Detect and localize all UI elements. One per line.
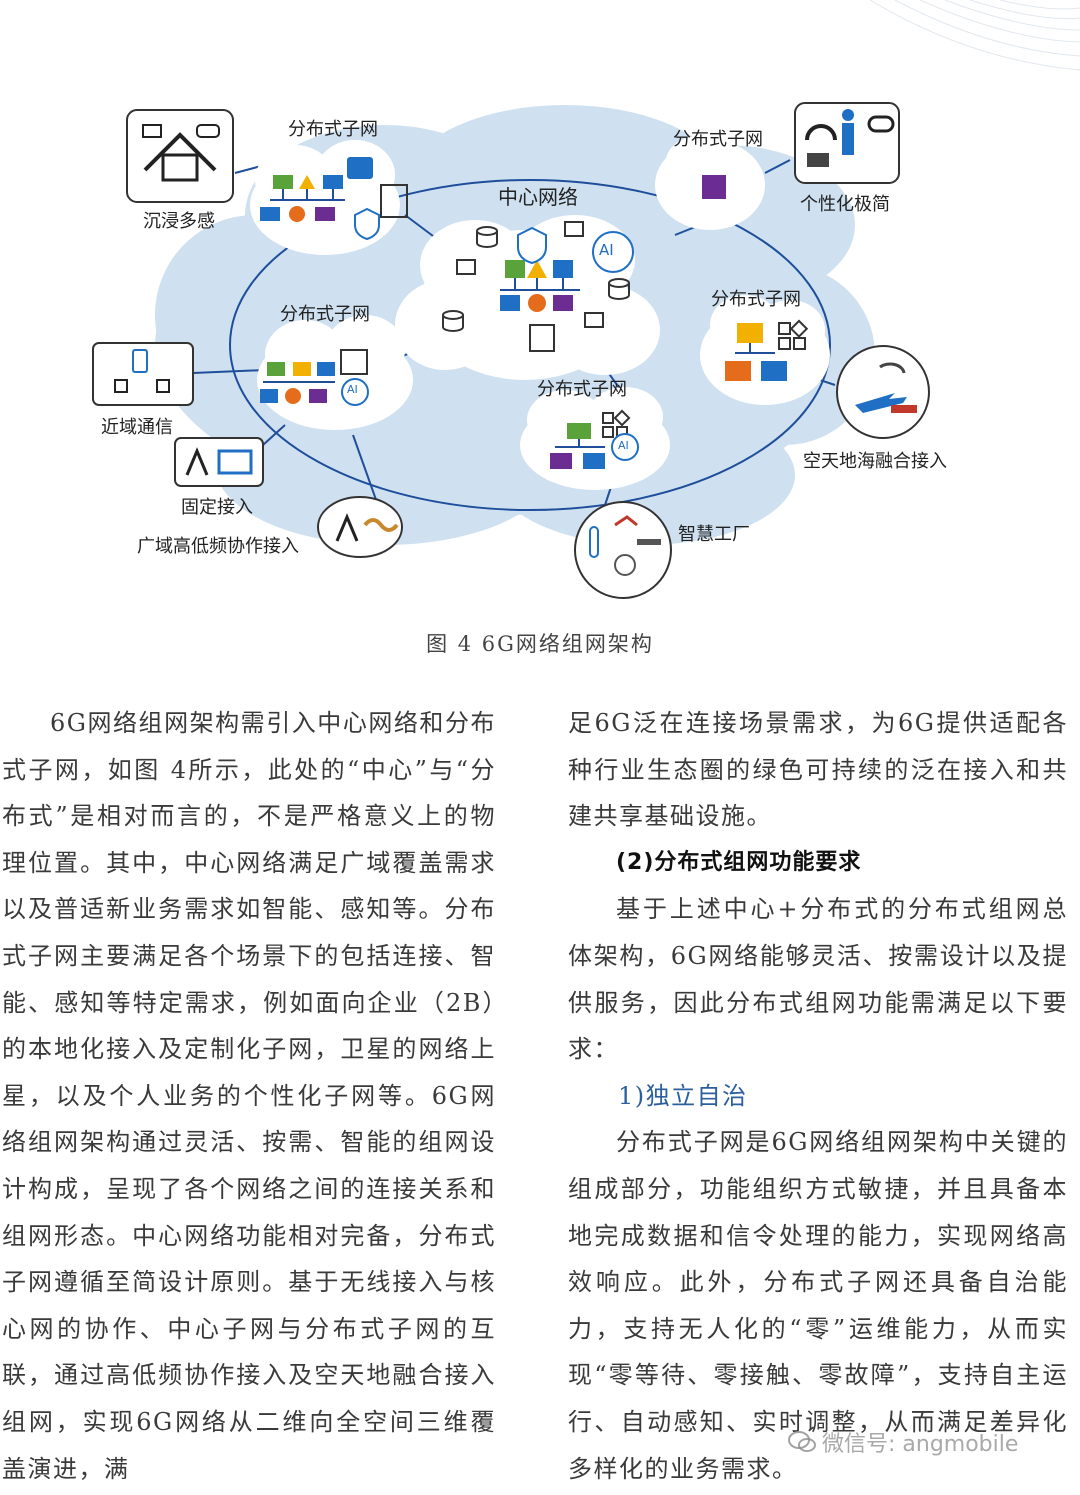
- endpoint-label-near-field: 近域通信: [101, 417, 173, 438]
- topology-top-left: [260, 157, 408, 241]
- subnet-cloud-top-left: [250, 140, 400, 255]
- topology-top-right: [702, 175, 726, 199]
- endpoint-label-wide-area: 广域高低频协作接入: [137, 536, 299, 557]
- topology-mid-left: [260, 349, 369, 406]
- wechat-watermark: 微信号: angmobile: [788, 1426, 1018, 1458]
- subnet-cloud-bottom: [520, 387, 670, 490]
- subsection-heading: 1)独立自治: [618, 1081, 748, 1110]
- body-paragraph: 基于上述中心+分布式的分布式组网总体架构，6G网络能够灵活、按需设计以及提供服务…: [568, 895, 1068, 1064]
- ai-badge-center: AI: [599, 241, 614, 259]
- subnet-cloud-right: [700, 295, 830, 405]
- endpoint-box-personal: [794, 102, 900, 184]
- right-column: 足6G泛在连接场景需求，为6G提供适配各种行业生态圈的绿色可持续的泛在接入和共建…: [568, 700, 1068, 1492]
- wechat-icon: [788, 1431, 816, 1452]
- endpoint-label-fixed: 固定接入: [181, 497, 253, 518]
- endpoint-circle-factory: [574, 501, 672, 599]
- left-column: 6G网络组网架构需引入中心网络和分布式子网，如图 4所示，此处的“中心”与“分布…: [2, 700, 496, 1492]
- diagram-canvas: [92, 102, 930, 599]
- body-paragraph: 6G网络组网架构需引入中心网络和分布式子网，如图 4所示，此处的“中心”与“分布…: [2, 709, 496, 1483]
- network-architecture-diagram: 分布式子网 分布式子网 中心网络 分布式子网 分布式子网 分布式子网 AI AI…: [85, 95, 985, 615]
- section-heading: (2)分布式组网功能要求: [616, 849, 862, 875]
- ai-badge-bottom: AI: [618, 439, 629, 452]
- endpoint-circle-space-air: [836, 345, 930, 439]
- subnet-label-top-left: 分布式子网: [288, 119, 378, 140]
- topology-center: [442, 221, 634, 352]
- endpoint-label-space-air: 空天地海融合接入: [803, 451, 947, 472]
- endpoint-box-immersive: [126, 109, 234, 203]
- decorative-corner-lines: [869, 0, 1080, 71]
- topology-right: [725, 319, 809, 381]
- subnet-label-mid-left: 分布式子网: [280, 304, 370, 325]
- endpoint-box-fixed: [174, 437, 264, 487]
- endpoint-label-factory: 智慧工厂: [678, 524, 750, 545]
- endpoint-label-immersive: 沉浸多感: [143, 211, 215, 232]
- figure-caption: 图 4 6G网络组网架构: [426, 632, 654, 656]
- endpoint-box-near-field: [92, 342, 194, 406]
- endpoint-cloud-wide-area: [317, 496, 403, 558]
- center-network-label: 中心网络: [498, 185, 578, 209]
- body-paragraph: 分布式子网是6G网络组网架构中关键的组成部分，功能组织方式敏捷，并且具备本地完成…: [568, 1128, 1068, 1483]
- subnet-label-bottom: 分布式子网: [537, 379, 627, 400]
- subnet-label-right: 分布式子网: [711, 289, 801, 310]
- network-ring: [229, 179, 831, 511]
- body-paragraph-continued: 足6G泛在连接场景需求，为6G提供适配各种行业生态圈的绿色可持续的泛在接入和共建…: [568, 709, 1068, 831]
- ai-badge-mid-left: AI: [347, 383, 358, 396]
- topology-bottom: [550, 409, 639, 469]
- watermark-text: 微信号: angmobile: [822, 1432, 1019, 1457]
- subnet-label-top-right: 分布式子网: [673, 129, 763, 150]
- endpoint-label-personal: 个性化极简: [800, 194, 890, 215]
